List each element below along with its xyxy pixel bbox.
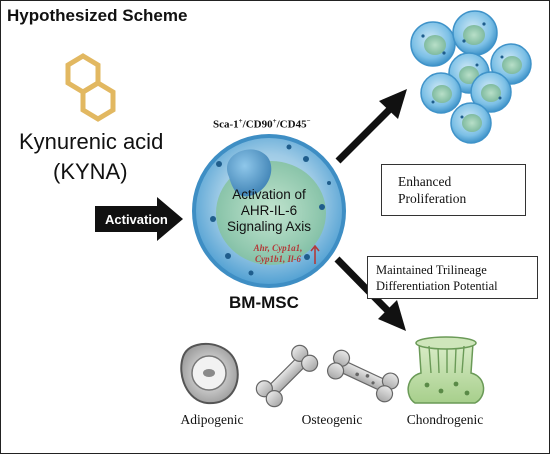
- gene-list-line-1: Ahr, Cyp1a1,: [253, 243, 303, 253]
- chondrogenic-label: Chondrogenic: [406, 412, 484, 427]
- proliferation-line-1: Enhanced: [398, 174, 452, 189]
- kyna-hexagon-icon: [65, 53, 116, 122]
- activation-arrow: [95, 197, 183, 241]
- differentiation-arrow: [334, 256, 406, 331]
- figure-title: Hypothesized Scheme: [7, 6, 188, 25]
- proliferating-cells-icon: [410, 10, 532, 144]
- bm-msc-cell-icon: [192, 134, 346, 288]
- osteogenic-label: Osteogenic: [301, 412, 363, 427]
- proliferation-box: Enhanced Proliferation: [381, 164, 526, 216]
- kyna-abbreviation: (KYNA): [53, 159, 128, 184]
- signaling-axis-label: Activation of AHR-IL-6 Signaling Axis: [226, 187, 312, 234]
- chondrocyte-icon: [407, 336, 485, 404]
- surface-markers: Sca-1+/CD90+/CD45−: [213, 117, 311, 131]
- bone-icon-right: [326, 349, 400, 403]
- activation-label: Activation: [105, 212, 168, 227]
- gene-list-line-2: Cyp1b1, Il-6: [255, 254, 301, 264]
- trilineage-line-2: Differentiation Potential: [376, 279, 498, 293]
- trilineage-line-1: Maintained Trilineage: [376, 263, 487, 277]
- trilineage-box: Maintained Trilineage Differentiation Po…: [367, 256, 538, 299]
- gene-list: Ahr, Cyp1a1, Cyp1b1, Il-6: [233, 243, 323, 265]
- proliferation-arrow: [335, 89, 407, 164]
- bone-icon-left: [255, 344, 319, 408]
- proliferation-line-2: Proliferation: [398, 191, 467, 206]
- cell-name: BM-MSC: [229, 293, 299, 312]
- adipogenic-label: Adipogenic: [180, 412, 244, 427]
- kyna-name: Kynurenic acid: [19, 129, 164, 154]
- adipocyte-icon: [180, 342, 239, 405]
